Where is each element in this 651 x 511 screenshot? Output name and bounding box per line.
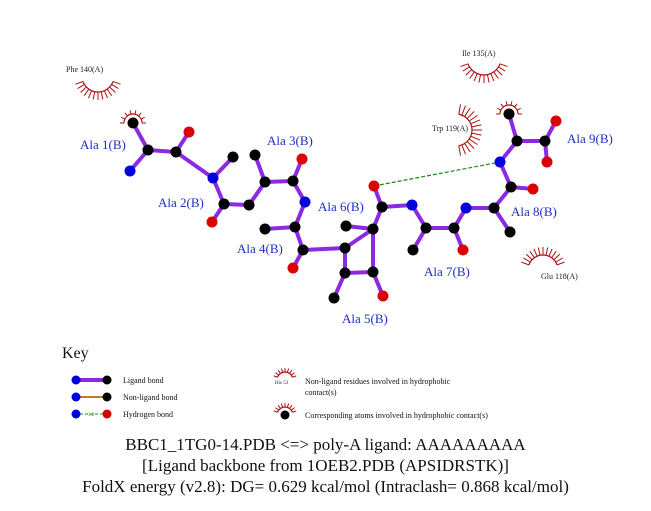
caption-line-2: [Ligand backbone from 1OEB2.PDB (APSIDRS…	[142, 456, 509, 475]
carbon-atom	[488, 202, 500, 214]
carbon-atom	[297, 244, 309, 256]
carbon-atom	[328, 292, 340, 304]
carbon-atom	[420, 222, 432, 234]
key-hbond-distance: 3.0	[88, 413, 95, 418]
oxygen-atom	[287, 262, 299, 274]
carbon-atom	[259, 176, 271, 188]
carbon-atom	[376, 201, 388, 213]
oxygen-atom	[541, 156, 553, 168]
residue-label-ala8: Ala 8(B)	[511, 204, 557, 219]
residue-label-ala5: Ala 5(B)	[342, 311, 388, 326]
key-corresponding-atoms-label: Corresponding atoms involved in hydropho…	[305, 411, 488, 420]
hydrophobic-contact-arcs	[75, 63, 565, 266]
key-nonligand-bond-label: Non-ligand bond	[123, 393, 177, 402]
ligand-bond	[174, 150, 215, 180]
key-contact-atom-arc	[273, 403, 297, 413]
carbon-atom	[339, 242, 351, 254]
oxygen-atom	[296, 153, 308, 165]
key-hydrophobic-line1: Non-ligand residues involved in hydropho…	[305, 377, 451, 386]
residue-label-ala9: Ala 9(B)	[567, 131, 613, 146]
carbon-atom	[340, 220, 352, 232]
carbon-atom	[218, 198, 230, 210]
contact-atom-arc-ala1	[120, 110, 146, 124]
residue-label-ala1: Ala 1(B)	[80, 137, 126, 152]
oxygen-atom	[183, 126, 195, 138]
carbon-atom	[170, 146, 182, 158]
carbon-atom	[249, 149, 261, 161]
key-hydrophobic-arc	[273, 368, 297, 378]
contact-atom-arc-ala9	[496, 101, 522, 115]
ligand-bond	[343, 227, 375, 250]
residue-label-ala3: Ala 3(B)	[267, 133, 313, 148]
carbon-atom	[539, 135, 551, 147]
key-hbond-atom-n	[71, 409, 81, 419]
carbon-atom	[407, 244, 419, 256]
key-nonligand-bond-atom-c	[102, 392, 112, 402]
caption-line-1: BBC1_1TG0-14.PDB <=> poly-A ligand: AAAA…	[125, 435, 526, 454]
nitrogen-atom	[494, 156, 506, 168]
hydrophobic-label-phe140: Phe 140(A)	[66, 65, 103, 74]
key-contact-atom	[280, 410, 290, 420]
key-hydrophobic-arc-icon	[273, 368, 297, 378]
residue-label-ala2: Ala 2(B)	[158, 195, 204, 210]
key-title: Key	[62, 345, 89, 362]
carbon-atom	[289, 221, 301, 233]
hydrophobic-arc-phe140	[75, 81, 121, 100]
carbon-atom	[511, 135, 523, 147]
oxygen-atom	[377, 290, 389, 302]
key-ligand-bond-atom-c	[102, 375, 112, 385]
key-ligand-bond-atom-n	[71, 375, 81, 385]
hydrophobic-arc-ile135	[460, 63, 508, 83]
key-contact-atom-icon	[273, 403, 297, 413]
carbon-atom	[227, 151, 239, 163]
carbon-atom	[367, 266, 379, 278]
oxygen-atom	[550, 115, 562, 127]
nitrogen-atom	[406, 199, 418, 211]
nitrogen-atom	[460, 202, 472, 214]
hydrophobic-arc-glu118	[521, 247, 565, 266]
carbon-atom	[287, 175, 299, 187]
carbon-atom	[339, 267, 351, 279]
nitrogen-atom	[124, 165, 136, 177]
nitrogen-atom	[299, 196, 311, 208]
carbon-atom	[243, 199, 255, 211]
carbon-atom	[503, 108, 515, 120]
residue-label-ala4: Ala 4(B)	[237, 241, 283, 256]
key-nonligand-bond-atom-n	[71, 392, 81, 402]
oxygen-atom	[206, 216, 218, 228]
ligand-atoms	[124, 108, 562, 304]
hydrophobic-label-glu118: Glu 118(A)	[541, 272, 578, 281]
carbon-atom	[142, 144, 154, 156]
carbon-atom	[367, 223, 379, 235]
oxygen-atom	[368, 180, 380, 192]
hydrophobic-label-ile135: Ile 135(A)	[462, 49, 496, 58]
key-hydrophobic-example-label: His 53	[275, 381, 289, 386]
key-hbond-atom-o	[102, 409, 112, 419]
carbon-atom	[259, 223, 271, 235]
carbon-atom	[448, 222, 460, 234]
oxygen-atom	[457, 244, 469, 256]
key-hbond-label: Hydrogen bond	[123, 410, 173, 419]
residue-label-ala6: Ala 6(B)	[318, 199, 364, 214]
hydrophobic-label-trp119: Trp 119(A)	[432, 124, 468, 133]
hydrophobic-arc-trp119	[458, 104, 482, 156]
key-ligand-bond-label: Ligand bond	[123, 376, 164, 385]
hydrogen-bond-line	[373, 161, 501, 187]
carbon-atom	[504, 226, 516, 238]
ligand-bond	[301, 246, 347, 252]
carbon-atom	[505, 181, 517, 193]
residue-label-ala7: Ala 7(B)	[424, 264, 470, 279]
caption-line-3: FoldX energy (v2.8): DG= 0.629 kcal/mol …	[82, 477, 569, 496]
nitrogen-atom	[207, 172, 219, 184]
key-hydrophobic-line2: contact(s)	[305, 388, 337, 397]
oxygen-atom	[527, 183, 539, 195]
carbon-atom	[127, 117, 139, 129]
